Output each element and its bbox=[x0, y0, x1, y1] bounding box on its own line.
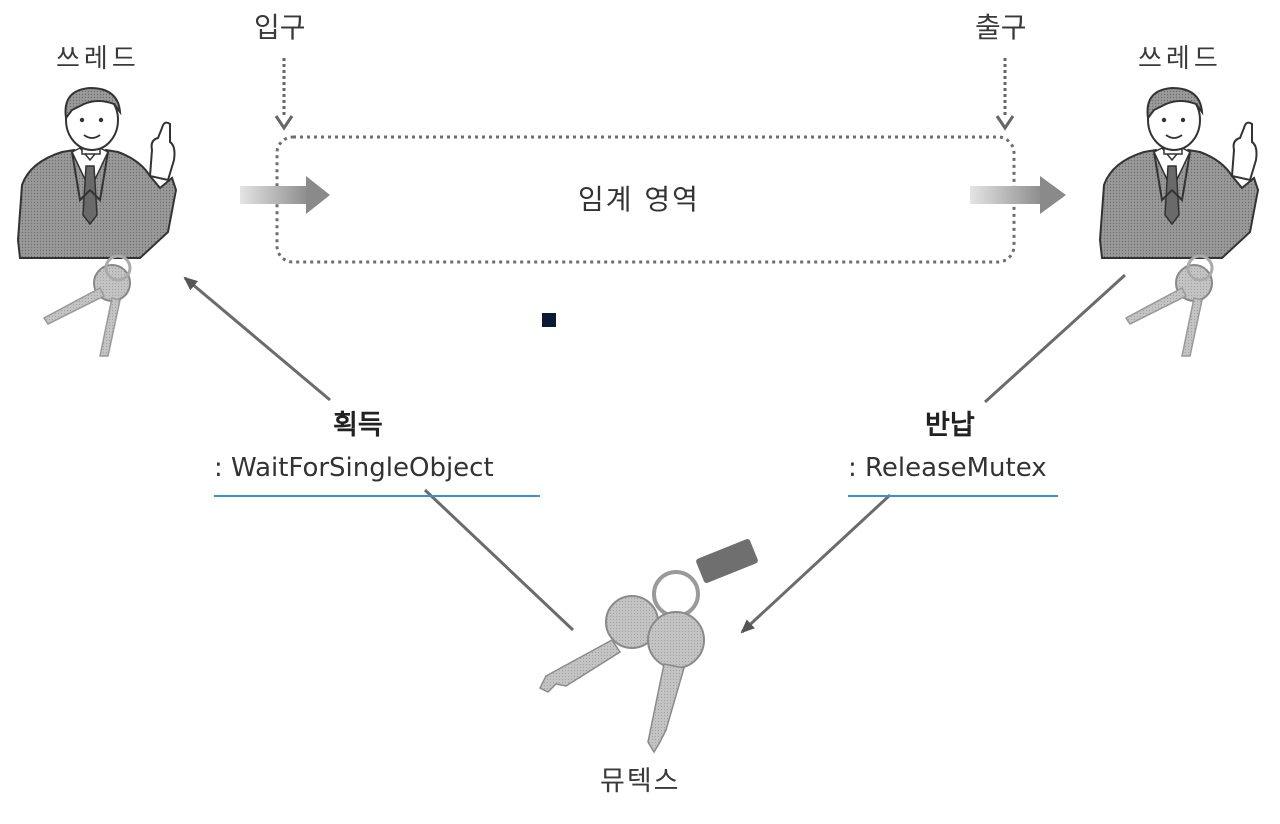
exit-label: 출구 bbox=[975, 11, 1027, 44]
thread-right-key-icon bbox=[1124, 254, 1214, 357]
acquire-connector bbox=[423, 488, 575, 632]
flow-in-arrow bbox=[240, 176, 330, 214]
critical-section-label: 임계 영역 bbox=[578, 183, 700, 216]
thread-right-label: 쓰레드 bbox=[1138, 44, 1222, 74]
thread-left-key-icon bbox=[42, 254, 132, 357]
entry-label: 입구 bbox=[254, 11, 306, 44]
thread-left-label: 쓰레드 bbox=[56, 44, 140, 74]
release-connector bbox=[983, 273, 1127, 404]
release-function: : ReleaseMutex bbox=[848, 453, 1047, 483]
acquire-arrow bbox=[183, 276, 331, 402]
exit-arrow bbox=[995, 58, 1015, 131]
acquire-function: : WaitForSingleObject bbox=[214, 453, 494, 483]
flow-out-arrow bbox=[970, 176, 1066, 214]
mutex-keys-icon bbox=[538, 538, 758, 754]
entry-arrow bbox=[274, 58, 294, 131]
acquire-title: 획득 bbox=[333, 410, 383, 441]
thread-right-person-icon bbox=[1098, 86, 1260, 357]
release-arrow bbox=[740, 493, 892, 634]
release-title: 반납 bbox=[925, 410, 975, 441]
mutex-label: 뮤텍스 bbox=[600, 766, 681, 797]
marker-square bbox=[542, 313, 556, 327]
thread-left-person-icon bbox=[16, 86, 178, 357]
